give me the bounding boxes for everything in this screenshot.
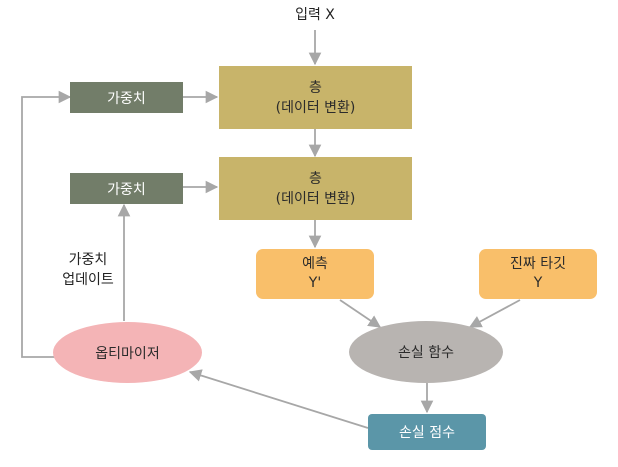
- loss-score: 손실 점수: [368, 414, 486, 450]
- arrow-prediction-to-loss: [339, 299, 382, 328]
- weight-update-label: 가중치 업데이트: [48, 250, 128, 290]
- layer-2: 층 (데이터 변환): [219, 157, 412, 220]
- arrow-optimizer-to-weights1: [21, 90, 72, 358]
- input-label: 입력 X: [295, 7, 335, 23]
- weight-update-line2: 업데이트: [62, 272, 114, 288]
- prediction-value: Y': [308, 275, 322, 291]
- weights-1: 가중치: [70, 82, 183, 113]
- layer-1: 층 (데이터 변환): [219, 66, 412, 129]
- true-target-value: Y: [533, 275, 543, 291]
- true-target: 진짜 타깃 Y: [479, 249, 597, 299]
- layer-1-title: 층: [309, 79, 322, 96]
- weight-update-line1: 가중치: [68, 252, 108, 268]
- arrow-target-to-loss: [468, 299, 521, 328]
- prediction: 예측 Y': [256, 249, 374, 299]
- prediction-title: 예측: [302, 256, 328, 272]
- true-target-title: 진짜 타깃: [510, 256, 566, 272]
- layer-2-title: 층: [309, 170, 322, 187]
- loss-function: 손실 함수: [349, 321, 503, 383]
- layer-2-subtitle: (데이터 변환): [275, 190, 356, 207]
- weights-2: 가중치: [70, 173, 183, 204]
- arrow-score-to-optimizer: [188, 369, 369, 429]
- optimizer: 옵티마이저: [53, 322, 202, 383]
- layer-1-subtitle: (데이터 변환): [275, 99, 356, 116]
